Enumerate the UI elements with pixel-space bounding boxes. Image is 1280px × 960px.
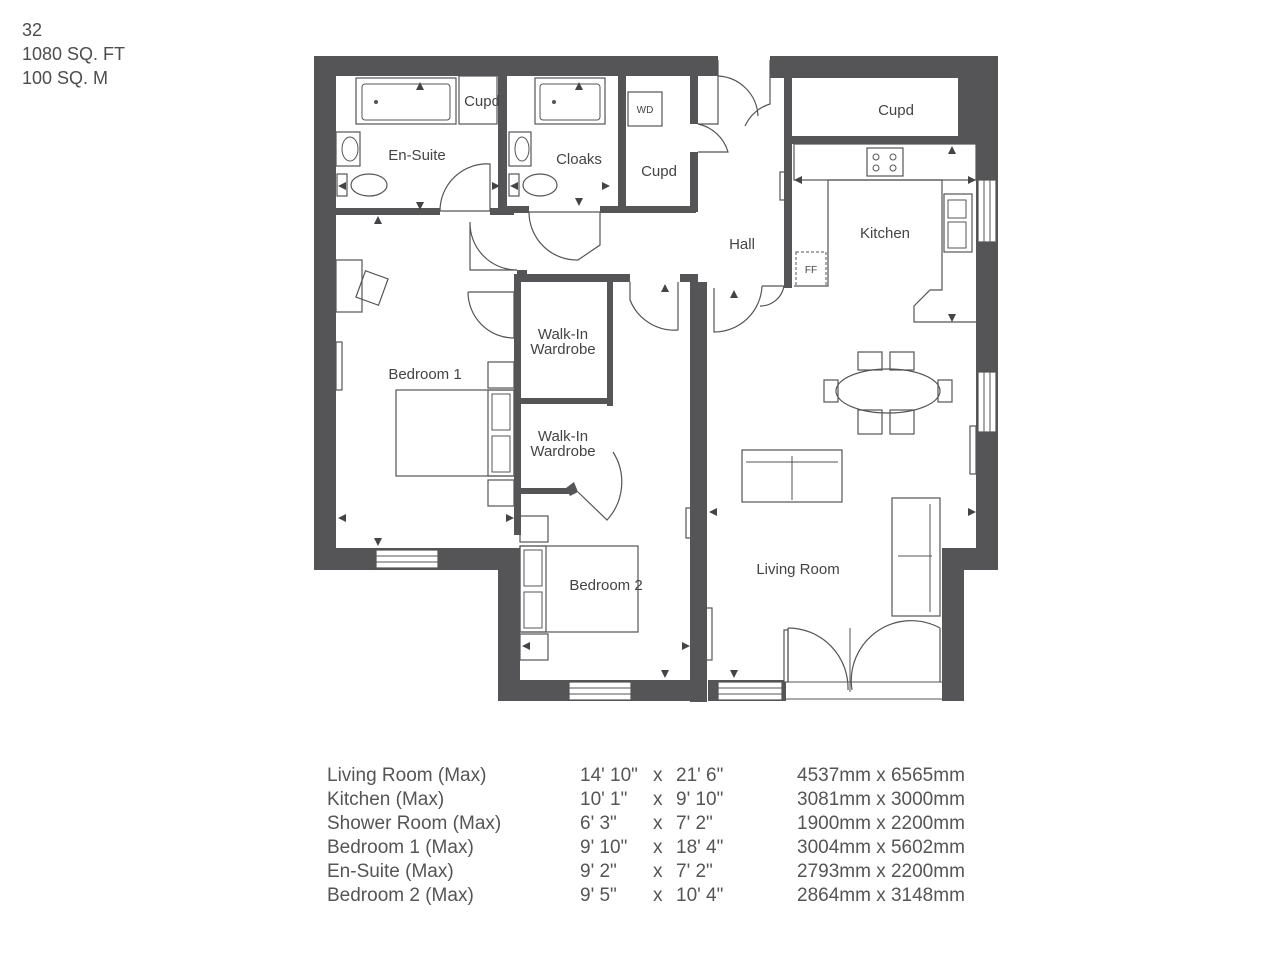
length-imperial: 21' 6" <box>676 765 724 786</box>
internal-walls <box>334 76 976 702</box>
doors <box>439 60 941 692</box>
label-bedroom-1: Bedroom 1 <box>388 366 461 383</box>
label-living-room: Living Room <box>756 561 839 578</box>
area-sq-m: 100 SQ. M <box>22 68 109 88</box>
metric-size: 2864mm x 3148mm <box>797 885 965 906</box>
by-separator: x <box>653 861 663 882</box>
label-walkin-2-line1: Walk-In <box>538 428 588 445</box>
metric-size: 3081mm x 3000mm <box>797 789 965 810</box>
label-cupd-hall: Cupd <box>641 163 677 180</box>
room-dimensions-table: Living Room (Max) 14' 10" x 21' 6" 4537mm x … <box>327 764 977 908</box>
width-imperial: 10' 1" <box>580 789 628 810</box>
label-en-suite: En-Suite <box>388 147 446 164</box>
by-separator: x <box>653 813 663 834</box>
room-name: Shower Room (Max) <box>327 813 502 834</box>
width-imperial: 9' 2" <box>580 861 617 882</box>
length-imperial: 7' 2" <box>676 813 713 834</box>
length-imperial: 7' 2" <box>676 861 713 882</box>
by-separator: x <box>653 789 663 810</box>
dimension-row: Shower Room (Max) 6' 3" x 7' 2" 1900mm x 220… <box>327 812 977 836</box>
windows <box>375 179 997 701</box>
dimension-row: Kitchen (Max) 10' 1" x 9' 10" 3081mm x 3000m… <box>327 788 977 812</box>
plot-number: 32 <box>22 20 43 40</box>
fixtures <box>335 75 977 661</box>
metric-size: 1900mm x 2200mm <box>797 813 965 834</box>
dimension-row: Bedroom 2 (Max) 9' 5" x 10' 4" 2864mm x 3148… <box>327 884 977 908</box>
width-imperial: 6' 3" <box>580 813 617 834</box>
length-imperial: 18' 4" <box>676 837 724 858</box>
label-cupd-ensuite: Cupd <box>464 93 500 110</box>
room-name: Bedroom 1 (Max) <box>327 837 474 858</box>
dimension-row: Living Room (Max) 14' 10" x 21' 6" 4537mm x … <box>327 764 977 788</box>
label-ff: FF <box>805 265 817 276</box>
room-name: Living Room (Max) <box>327 765 487 786</box>
label-walkin-1-line2: Wardrobe <box>530 341 595 358</box>
by-separator: x <box>653 885 663 906</box>
plot-info: 32 1080 SQ. FT 100 SQ. M <box>22 18 125 90</box>
room-labels: En-Suite Cupd Cloaks WD Cupd Cupd Hall K… <box>388 93 914 594</box>
label-walkin-1-line1: Walk-In <box>538 326 588 343</box>
by-separator: x <box>653 837 663 858</box>
label-hall: Hall <box>729 236 755 253</box>
by-separator: x <box>653 765 663 786</box>
label-wd: WD <box>637 105 654 116</box>
length-imperial: 9' 10" <box>676 789 724 810</box>
floor-plan: En-Suite Cupd Cloaks WD Cupd Cupd Hall K… <box>314 56 998 702</box>
label-bedroom-2: Bedroom 2 <box>569 577 642 594</box>
label-walkin-2-line2: Wardrobe <box>530 443 595 460</box>
label-cloaks: Cloaks <box>556 151 602 168</box>
metric-size: 2793mm x 2200mm <box>797 861 965 882</box>
width-imperial: 9' 10" <box>580 837 628 858</box>
metric-size: 4537mm x 6565mm <box>797 765 965 786</box>
length-imperial: 10' 4" <box>676 885 724 906</box>
room-name: Bedroom 2 (Max) <box>327 885 474 906</box>
dimension-row: En-Suite (Max) 9' 2" x 7' 2" 2793mm x 2200mm <box>327 860 977 884</box>
area-sq-ft: 1080 SQ. FT <box>22 44 126 64</box>
dimension-arrows <box>338 82 976 678</box>
label-kitchen: Kitchen <box>860 225 910 242</box>
label-cupd-top: Cupd <box>878 102 914 119</box>
room-name: Kitchen (Max) <box>327 789 445 810</box>
room-name: En-Suite (Max) <box>327 861 454 882</box>
metric-size: 3004mm x 5602mm <box>797 837 965 858</box>
width-imperial: 14' 10" <box>580 765 638 786</box>
dimension-row: Bedroom 1 (Max) 9' 10" x 18' 4" 3004mm x 560… <box>327 836 977 860</box>
width-imperial: 9' 5" <box>580 885 617 906</box>
